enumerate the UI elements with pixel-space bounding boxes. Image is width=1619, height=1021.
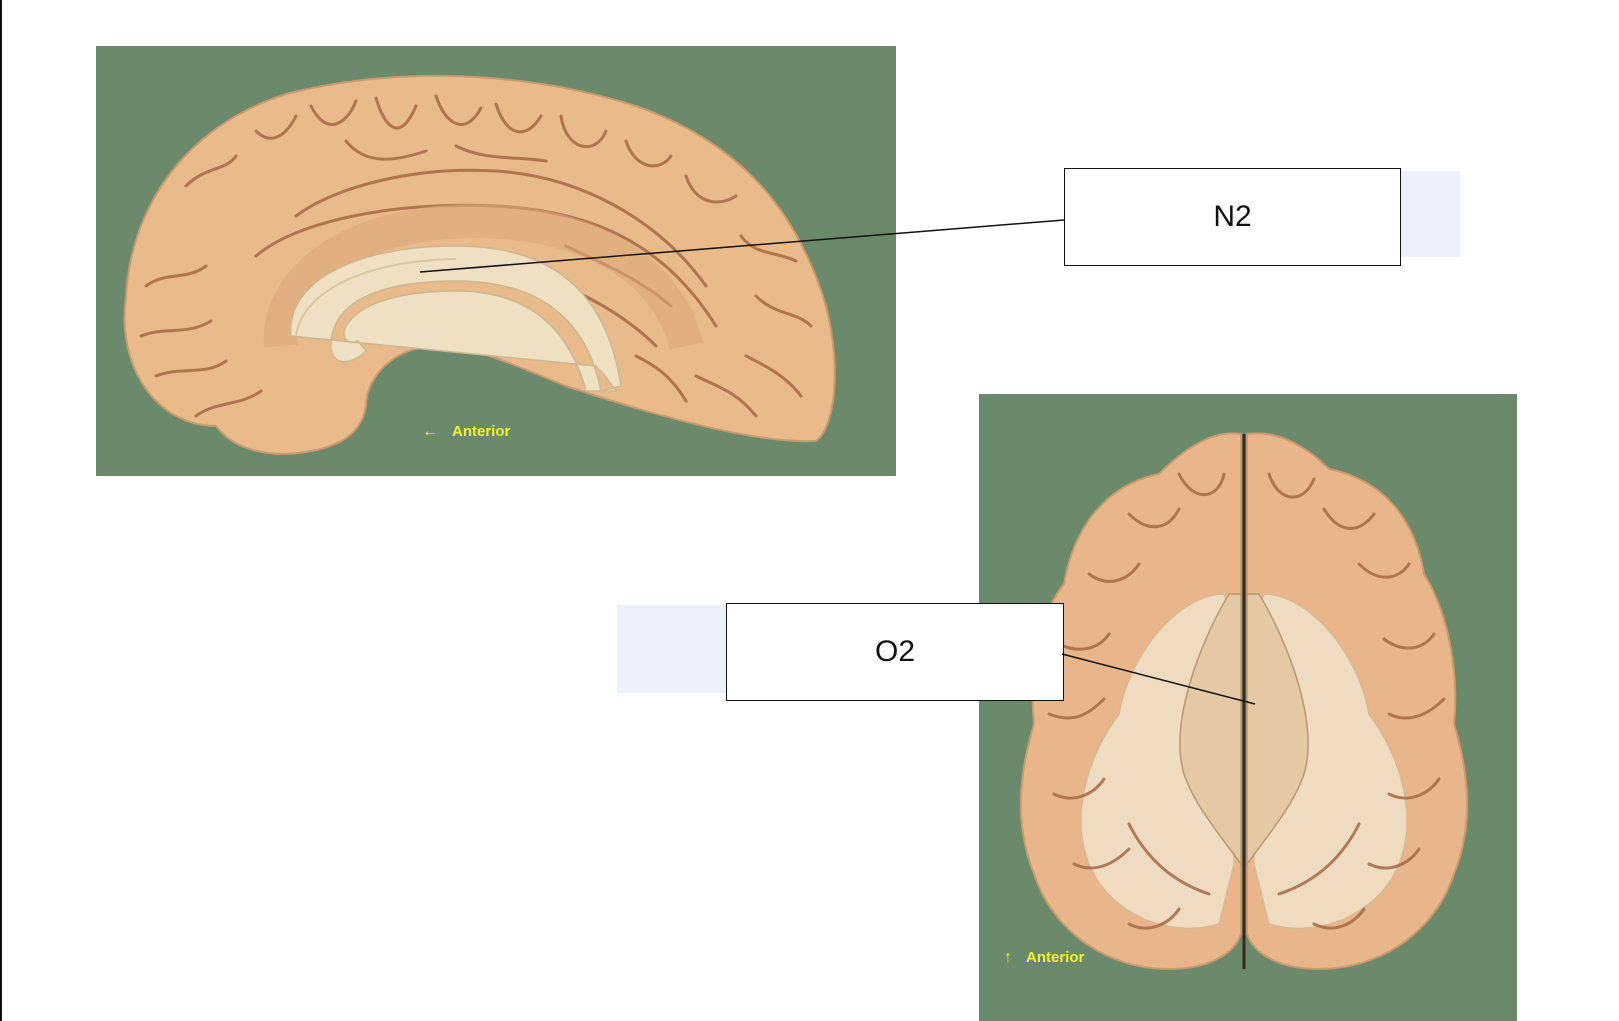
arrow-left-icon: ← [422, 423, 438, 440]
horizontal-brain-illustration [979, 394, 1517, 1021]
orientation-indicator-horizontal: ↑ Anterior [1004, 949, 1084, 967]
label-text-n2: N2 [1213, 200, 1252, 233]
label-box-o2[interactable]: O2 [726, 603, 1064, 701]
orientation-label: Anterior [452, 423, 511, 440]
arrow-up-icon: ↑ [1004, 949, 1012, 966]
orientation-indicator-sagittal: ← Anterior [422, 423, 510, 441]
page-left-border [0, 0, 2, 1021]
horizontal-brain-photo: ↑ Anterior [979, 394, 1517, 1021]
sagittal-brain-illustration [96, 46, 896, 476]
label-box-n2[interactable]: N2 [1064, 168, 1401, 266]
sagittal-brain-photo: ← Anterior [96, 46, 896, 476]
orientation-label: Anterior [1026, 949, 1085, 966]
label-text-o2: O2 [874, 635, 916, 668]
